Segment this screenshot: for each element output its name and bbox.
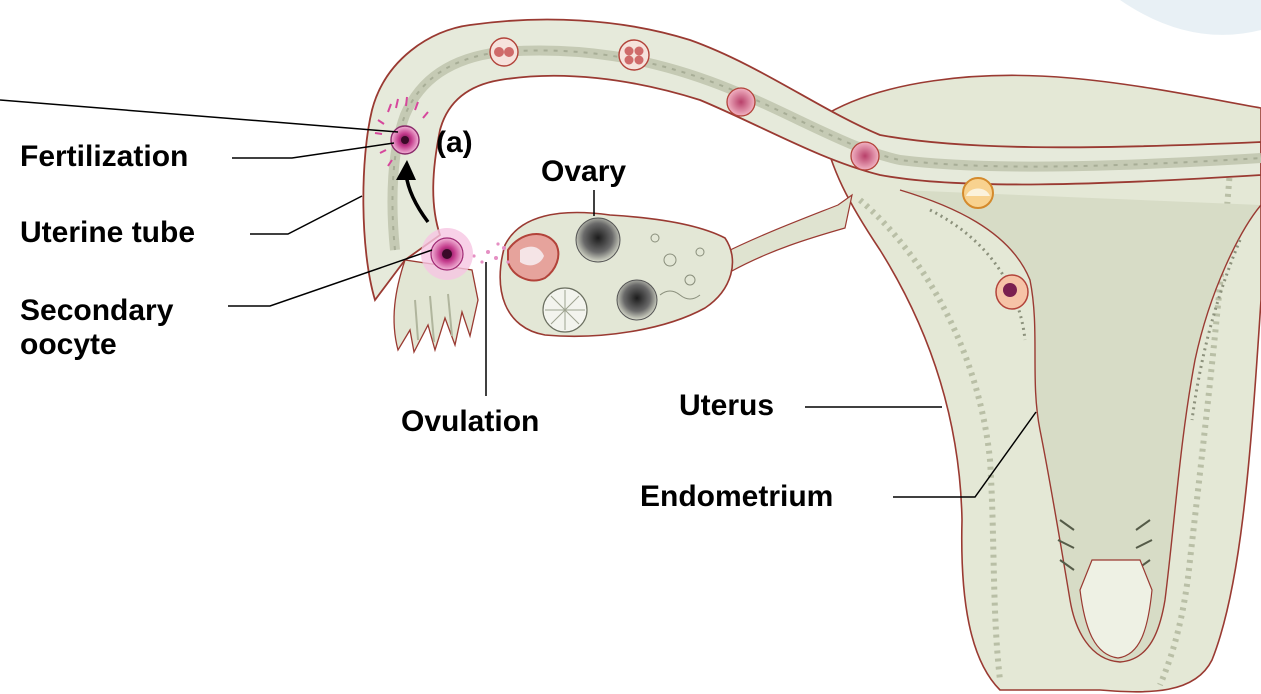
cleavage-stage-2cell (490, 38, 518, 66)
label-ovulation: Ovulation (401, 405, 539, 439)
ovary (500, 213, 732, 337)
blastocyst (963, 178, 993, 208)
label-endometrium: Endometrium (640, 480, 833, 514)
morula-early (727, 88, 755, 116)
leader-top-left (0, 100, 398, 132)
morula-late (851, 142, 879, 170)
label-uterus: Uterus (679, 389, 774, 423)
label-secondary-oocyte: Secondary oocyte (20, 294, 173, 362)
cleavage-stage-4cell (619, 40, 649, 70)
label-ovary: Ovary (541, 155, 626, 189)
implanting-embryo (996, 275, 1028, 309)
label-uterine-tube: Uterine tube (20, 216, 195, 250)
label-secondary-oocyte-line1: Secondary (20, 294, 173, 328)
secondary-oocyte-cell (421, 228, 473, 280)
label-fertilization: Fertilization (20, 140, 188, 174)
label-secondary-oocyte-line2: oocyte (20, 328, 173, 362)
leader-uterine-tube (250, 196, 362, 234)
developing-follicle (617, 280, 657, 320)
background-corner-shape (1120, 0, 1261, 35)
ovarian-ligament (720, 195, 852, 272)
mature-follicle (576, 218, 620, 262)
label-marker-a: (a) (436, 126, 473, 160)
